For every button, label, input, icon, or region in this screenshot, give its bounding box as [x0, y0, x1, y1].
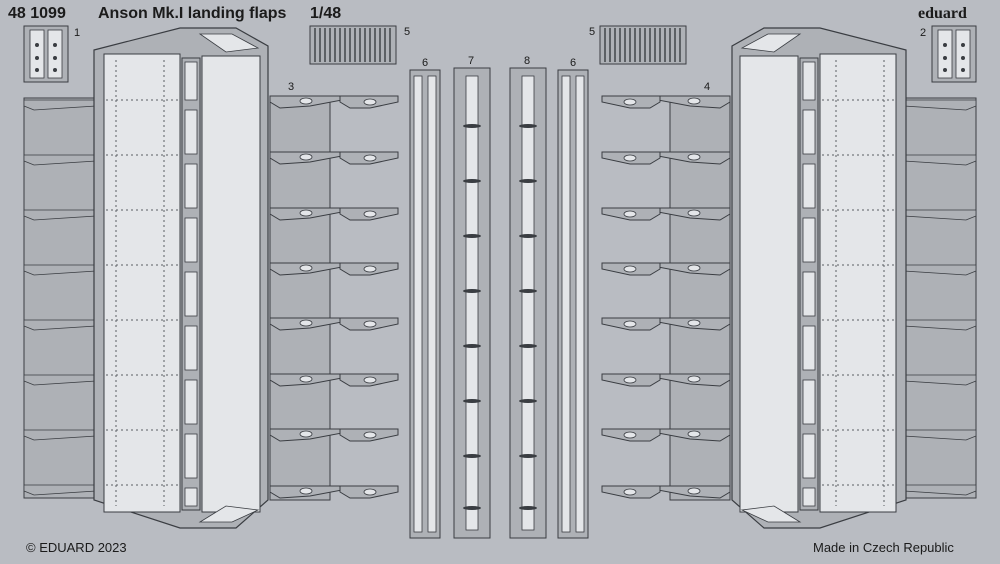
part-number-5-right: 5 [589, 26, 596, 38]
part-8-strip [509, 67, 547, 539]
fret-title: Anson Mk.I landing flaps [98, 5, 287, 22]
part-2-hinge [931, 25, 977, 83]
copyright-text: © EDUARD 2023 [26, 540, 127, 555]
fret-scale: 1/48 [310, 5, 342, 22]
catalog-number: 48 1099 [8, 5, 66, 22]
part-3-ribs [269, 95, 399, 501]
part-number-4: 4 [704, 81, 711, 93]
brand-logo: eduard [918, 5, 967, 22]
part-6-strip-left [409, 69, 441, 539]
part-number-2: 2 [920, 27, 927, 39]
left-flap-panel [93, 27, 269, 529]
origin-text: Made in Czech Republic [813, 540, 954, 555]
left-edge-ribs [23, 97, 97, 499]
part-6-strip-right [557, 69, 589, 539]
right-flap-panel [731, 27, 907, 529]
part-5-comb-right [599, 25, 687, 65]
part-number-8: 8 [524, 55, 531, 67]
part-number-6-right: 6 [570, 57, 577, 69]
part-number-5-left: 5 [404, 26, 411, 38]
part-5-comb-left [309, 25, 397, 65]
part-4-ribs [601, 95, 731, 501]
part-1-hinge [23, 25, 69, 83]
part-number-3: 3 [288, 81, 295, 93]
part-number-7: 7 [468, 55, 475, 67]
right-edge-ribs [903, 97, 977, 499]
part-7-strip [453, 67, 491, 539]
part-number-1: 1 [74, 27, 81, 39]
part-number-6-left: 6 [422, 57, 429, 69]
